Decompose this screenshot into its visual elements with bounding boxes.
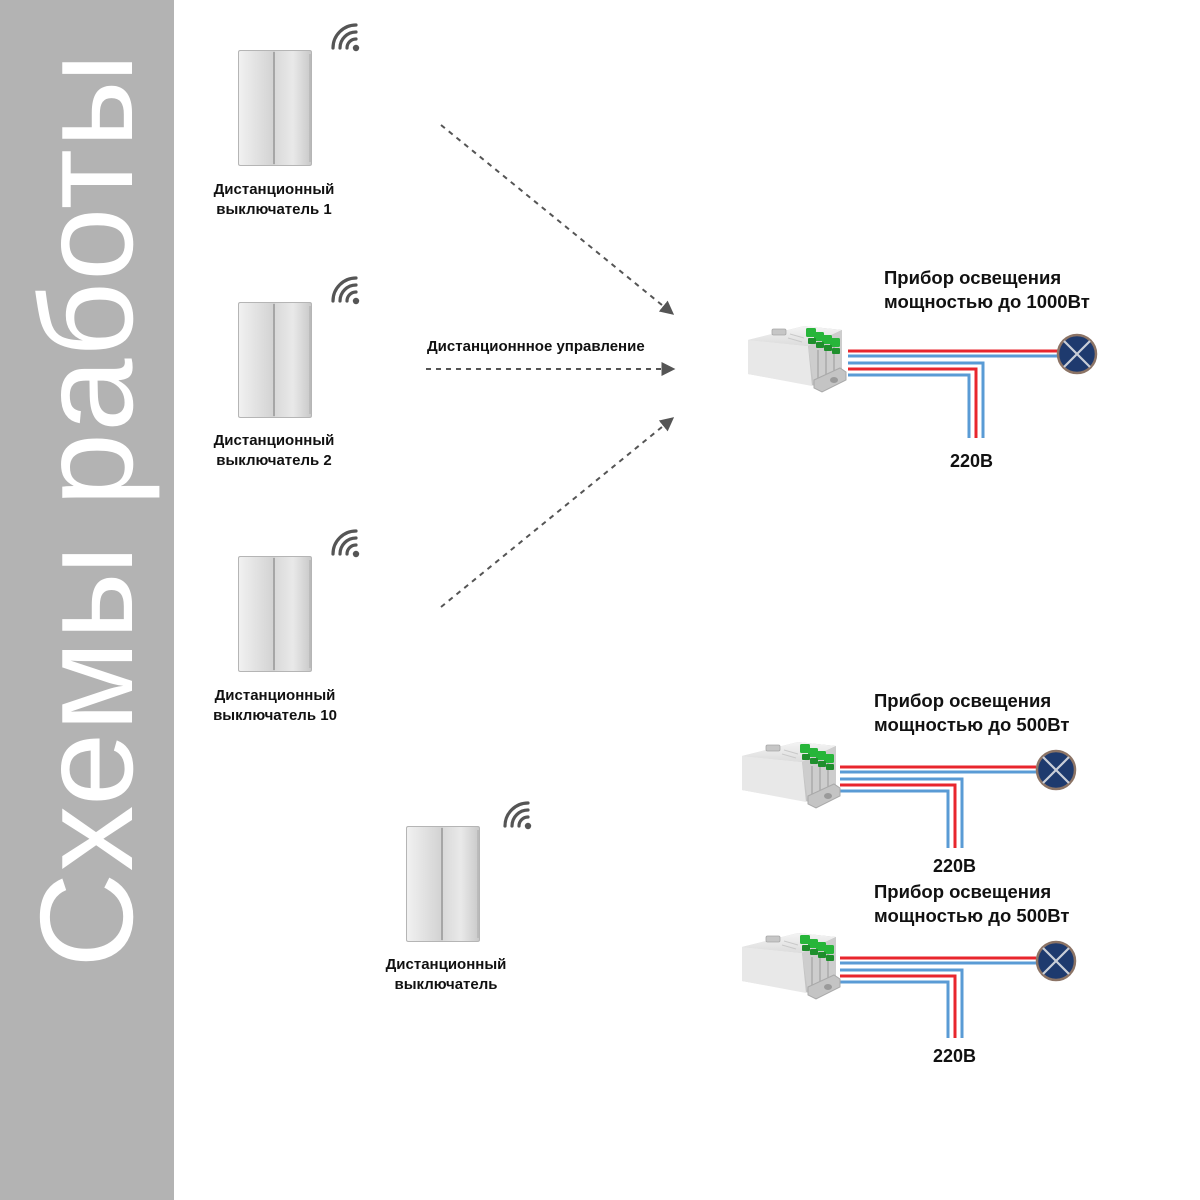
- load-label-3: Прибор освещения мощностью до 500Вт: [874, 881, 1070, 926]
- switch-label-single: Дистанционный выключатель: [385, 956, 507, 993]
- relay-receiver-icon: [741, 741, 841, 809]
- wall-switch-icon: [237, 49, 313, 167]
- signal-arrows: [426, 124, 676, 608]
- switch-1: [237, 23, 361, 167]
- wireless-signal-icon: [503, 801, 533, 831]
- wireless-signal-icon: [331, 23, 361, 53]
- switch-label-1: Дистанционный выключатель 1: [213, 181, 335, 218]
- switch-label-10: Дистанционный выключатель 10: [213, 687, 337, 724]
- remote-control-label: Дистанционнное управление: [427, 338, 645, 355]
- wiring-load-1: [848, 349, 1060, 438]
- load-label-1: Прибор освещения мощностью до 1000Вт: [884, 267, 1090, 312]
- voltage-label-2: 220В: [933, 856, 977, 876]
- relay-receiver-icon: [747, 325, 847, 393]
- wireless-signal-icon: [331, 276, 361, 306]
- lamp-icon: [1035, 940, 1077, 982]
- signal-arrow-1: [440, 124, 675, 315]
- lamp-icon: [1056, 333, 1098, 375]
- lamp-icon: [1035, 749, 1077, 791]
- switch-label-2: Дистанционный выключатель 2: [213, 432, 335, 469]
- wireless-signal-icon: [331, 529, 361, 559]
- voltage-label-3: 220В: [933, 1046, 977, 1066]
- wall-switch-icon: [237, 301, 313, 419]
- wall-switch-icon: [405, 825, 481, 943]
- switch-single: [405, 801, 533, 943]
- wiring-load-2: [840, 765, 1036, 848]
- wiring-load-3: [840, 956, 1036, 1038]
- relay-receiver-icon: [741, 932, 841, 1000]
- switch-2: [237, 276, 361, 419]
- signal-arrow-10: [440, 417, 675, 608]
- switch-10: [237, 529, 361, 673]
- wall-switch-icon: [237, 555, 313, 673]
- voltage-label-1: 220В: [950, 451, 994, 471]
- load-label-2: Прибор освещения мощностью до 500Вт: [874, 690, 1070, 735]
- sidebar: Схемы работы: [0, 0, 174, 1200]
